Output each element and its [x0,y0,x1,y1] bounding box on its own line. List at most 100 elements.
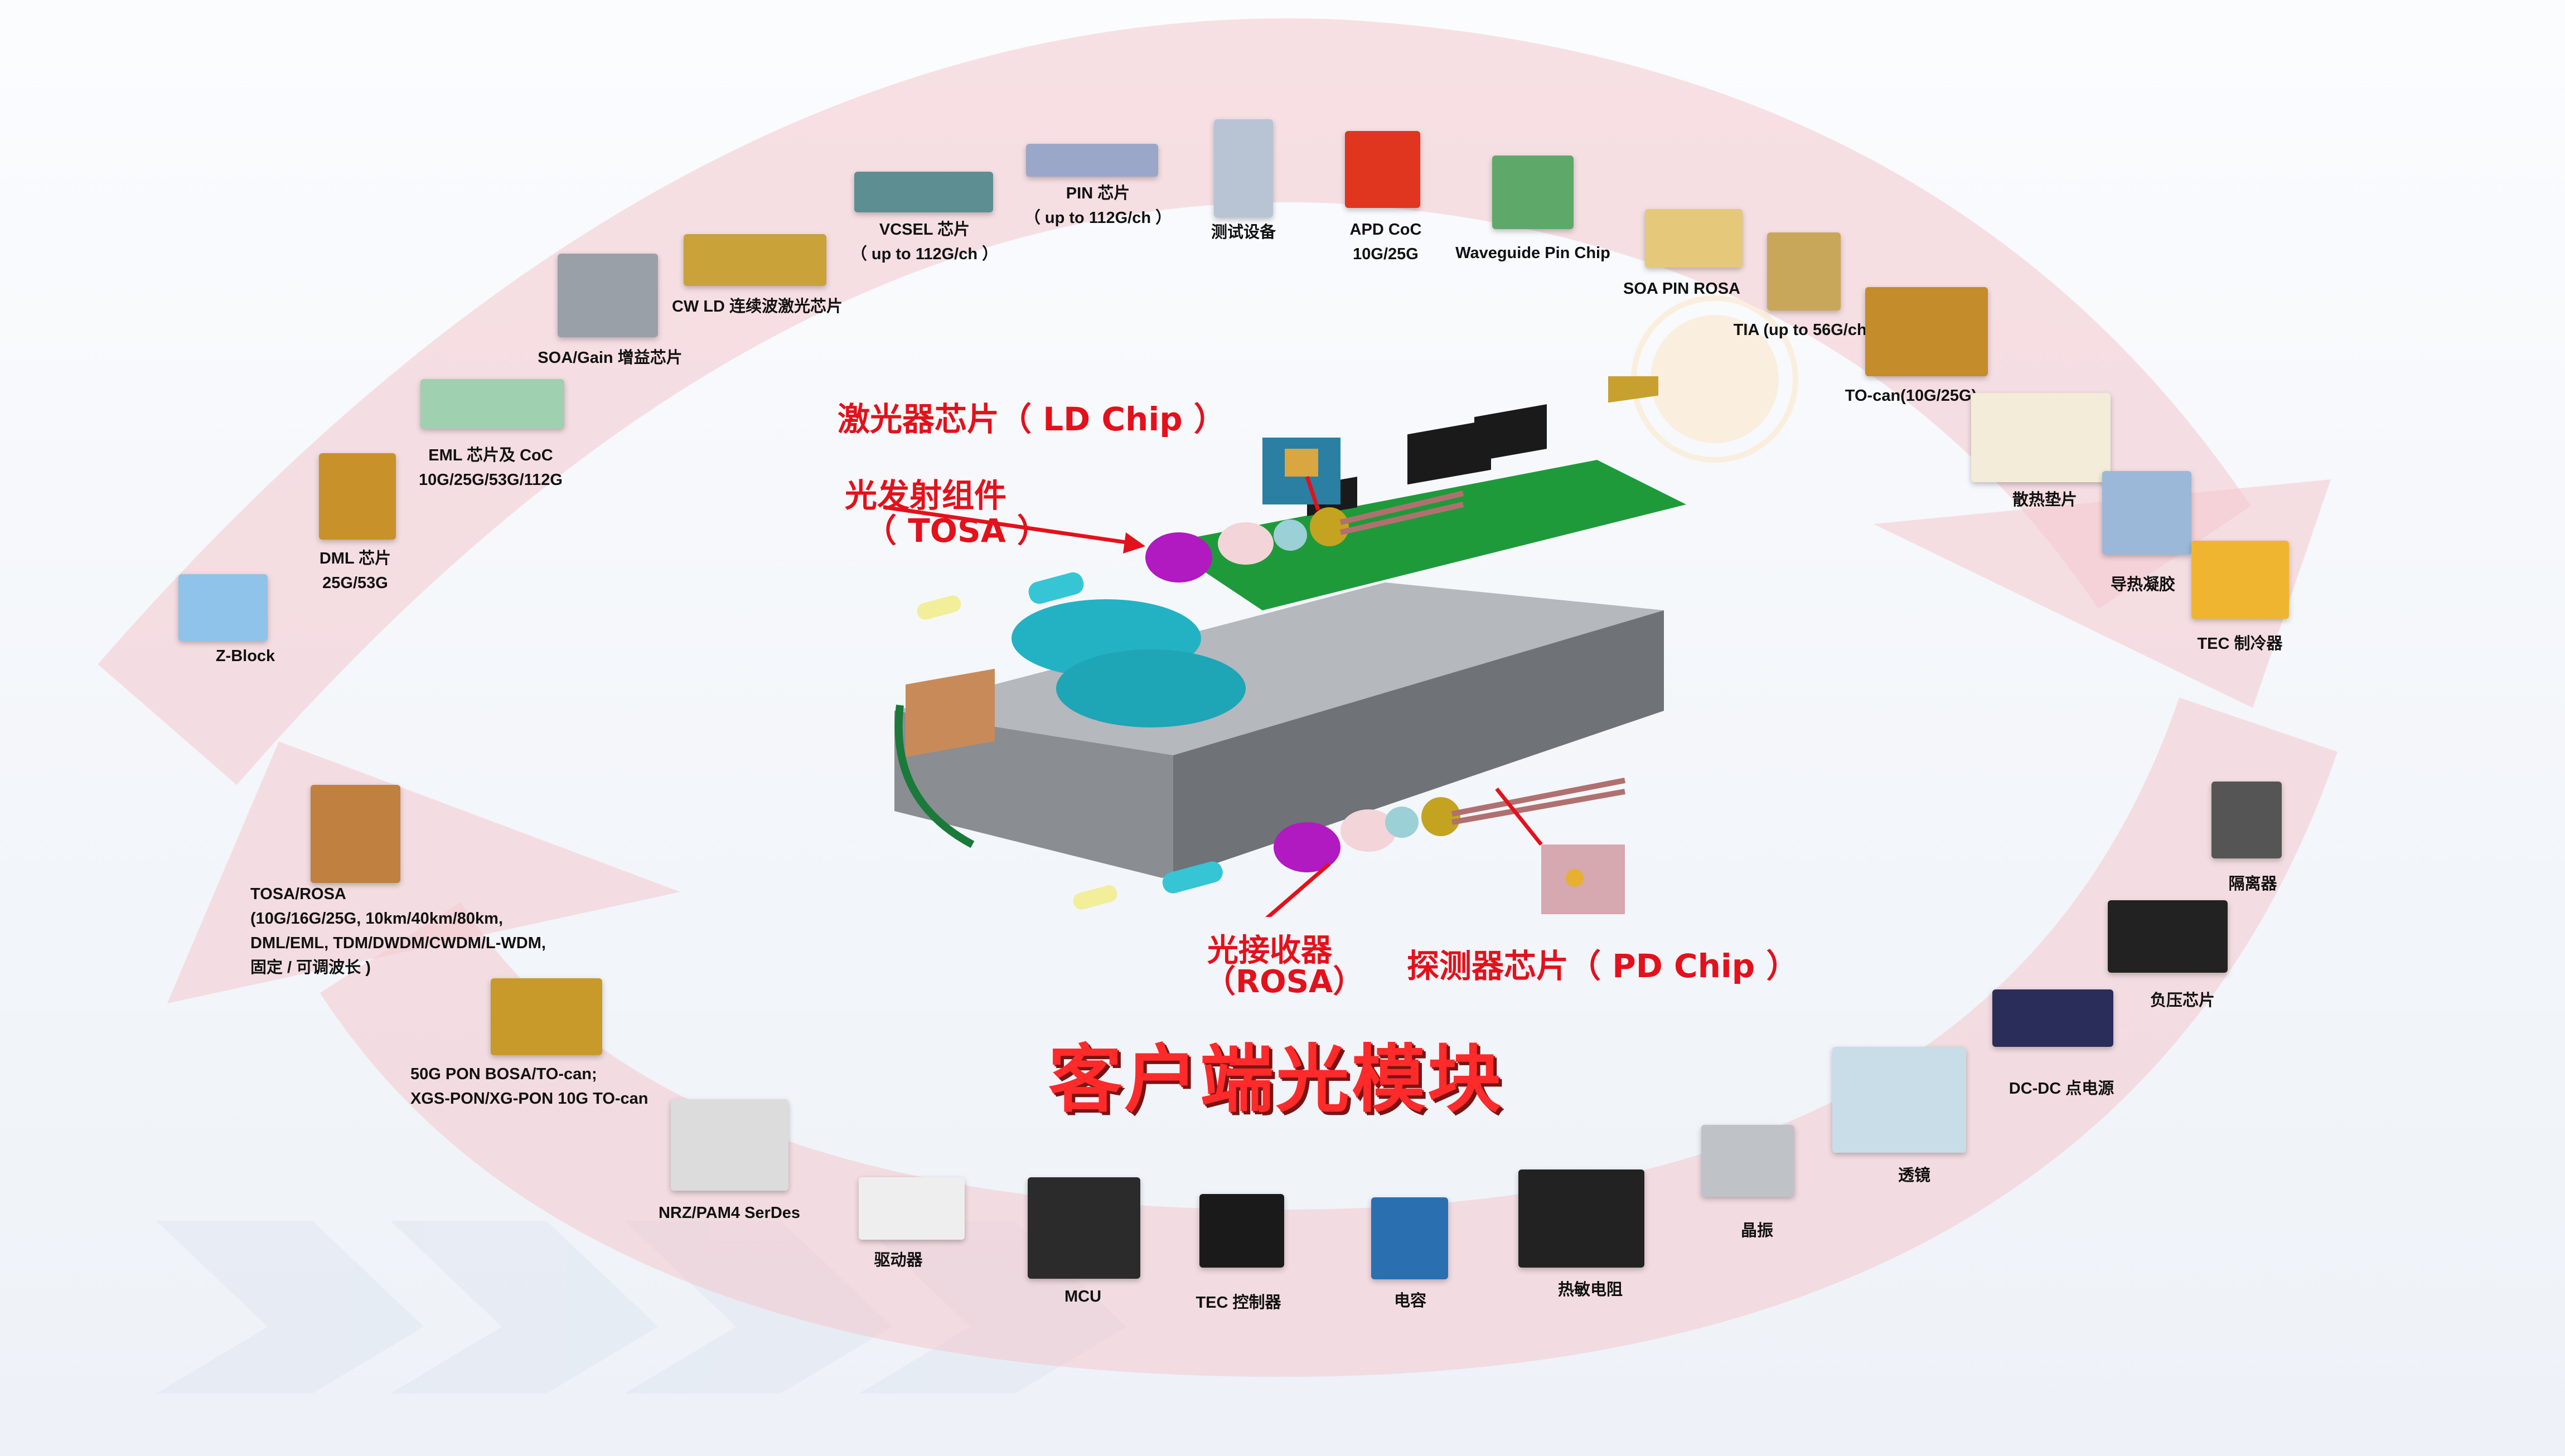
capacitor-image [1371,1197,1448,1279]
dml-chip-label: DML 芯片 25G/53G [320,546,391,595]
isolator-image [2211,782,2282,858]
rosa-sleeve [1274,822,1340,872]
chip [1407,419,1491,485]
mcu-label: MCU [1064,1284,1101,1309]
serdes-label: NRZ/PAM4 SerDes [659,1201,800,1225]
crystal-oscillator-label-line: 晶振 [1740,1222,1774,1240]
pon-bosa-label-line: 50G PON BOSA/TO-can; [410,1065,597,1083]
transceiver-module-illustration [883,376,1686,917]
tosa-rosa-label-line: TOSA/ROSA [250,885,346,903]
negative-voltage-chip-label-line: 负压芯片 [2150,992,2215,1010]
apd-coc-label: APD CoC 10G/25G [1350,217,1422,266]
thermal-pad-label-line: 散热垫片 [2012,491,2078,509]
tec-controller-image [1199,1194,1284,1268]
dml-chip-image [319,453,396,540]
capacitor-label: 电容 [1394,1289,1426,1313]
rosa-arrow [1265,862,1331,917]
pin-chip-label-line: （ up to 112G/ch ） [1024,209,1172,227]
tosa-callout-line2: （ TOSA ） [864,512,1049,550]
thermistor-label: 热敏电阻 [1558,1278,1623,1302]
decor-circle [1651,315,1779,443]
thermal-pad-image [1971,393,2111,482]
isolator-label-line: 隔离器 [2228,875,2277,893]
thermistor-label-line: 热敏电阻 [1557,1281,1623,1299]
pin-chip-image [1026,144,1158,177]
thermistor-image [1518,1169,1644,1268]
crystal-oscillator-label: 晶振 [1741,1219,1773,1243]
tosa-sleeve [1145,532,1212,583]
pon-bosa-label-line: XGS-PON/XG-PON 10G TO-can [410,1090,648,1108]
tia-label: TIA (up to 56G/ch) [1734,318,1872,342]
dc-dc-power-image [1992,989,2113,1047]
to-can-label: TO-can(10G/25G) [1845,384,1977,408]
cw-ld-chip-label-line: CW LD 连续波激光芯片 [671,298,843,316]
rosa-callout-line1: 光接收器 [1207,933,1332,969]
test-equipment-label: 测试设备 [1211,220,1276,245]
tec-cooler-label: TEC 制冷器 [2197,632,2282,656]
to-can-image [1865,287,1988,376]
soa-pin-rosa-label: SOA PIN ROSA [1623,276,1740,301]
z-block-image [178,574,268,641]
pin-chip-label: PIN 芯片 （ up to 112G/ch ） [1024,181,1172,230]
cw-ld-chip-image [684,234,826,286]
soa-gain-chip-image [558,254,658,337]
eml-chip-label-line: 10G/25G/53G/112G [419,471,563,489]
vcsel-chip-label: VCSEL 芯片 （ up to 112G/ch ） [851,217,998,266]
mcu-label-line: MCU [1064,1288,1102,1305]
tec-cooler-label-line: TEC 制冷器 [2197,635,2283,653]
pin-chip-label-line: PIN 芯片 [1066,185,1130,202]
upper-arrowhead [1874,479,2331,708]
apd-coc-label-line: APD CoC [1349,221,1422,239]
serdes-label-line: NRZ/PAM4 SerDes [658,1204,801,1222]
z-block-label-line: Z-Block [215,647,275,665]
apd-coc-label-line: 10G/25G [1353,245,1419,263]
vcsel-chip-image [854,172,993,212]
lower-arrowhead [167,741,680,1003]
negative-voltage-chip-label: 负压芯片 [2150,988,2215,1013]
driver-image [859,1177,965,1240]
eml-chip-label: EML 芯片及 CoC 10G/25G/53G/112G [419,443,563,492]
dc-dc-power-label: DC-DC 点电源 [2009,1076,2114,1101]
serdes-image [671,1099,788,1191]
rosa-barrel [1056,649,1246,727]
cw-ld-chip-label: CW LD 连续波激光芯片 [672,294,843,319]
z-block-label: Z-Block [216,644,275,668]
capacitor-label-line: 电容 [1393,1292,1427,1310]
dc-dc-power-label-line: DC-DC 点电源 [2009,1080,2114,1098]
lens-label-line: 透镜 [1898,1167,1931,1185]
dml-chip-label-line: 25G/53G [322,574,388,592]
soa-pin-rosa-image [1645,209,1743,268]
ld-arrow [1305,475,1320,511]
thermal-gel-label: 导热凝胶 [2111,572,2175,597]
pcb-board [1162,460,1686,610]
ld-chip-callout: 激光器芯片（ LD Chip ） [838,400,1226,438]
tosa-callout-line1: 光发射组件 [845,477,1007,515]
lens-image [1832,1047,1966,1153]
eml-chip-image [420,379,564,429]
tia-image [1767,232,1841,310]
thermal-gel-image [2102,471,2191,555]
mcu-image [1028,1177,1140,1279]
test-equipment-label-line: 测试设备 [1211,224,1276,241]
crystal-oscillator-image [1701,1125,1794,1197]
negative-voltage-chip-image [2108,900,2228,973]
pon-bosa-label: 50G PON BOSA/TO-can; XGS-PON/XG-PON 10G T… [410,1062,756,1111]
tosa-arrow [883,505,1135,546]
pon-bosa-image [491,978,602,1055]
tosa-rosa-label-line: (10G/16G/25G, 10km/40km/80km, DML/EML, T… [250,910,546,977]
pd-arrow [1495,787,1543,846]
page-title: 客户端光模块 [1048,1037,1503,1123]
latch [906,668,995,757]
waveguide-pin-chip-label: Waveguide Pin Chip [1455,241,1610,265]
tia-label-line: TIA (up to 56G/ch) [1733,321,1872,339]
thermal-gel-label-line: 导热凝胶 [2110,576,2176,594]
lens-label: 透镜 [1898,1163,1930,1188]
driver-label: 驱动器 [874,1248,922,1273]
soa-gain-chip-label-line: SOA/Gain 增益芯片 [538,349,683,367]
vcsel-chip-label-line: VCSEL 芯片 [879,221,970,239]
tosa-rosa-image [311,785,400,883]
vcsel-chip-label-line: （ up to 112G/ch ） [850,245,999,263]
thermal-pad-label: 散热垫片 [2012,488,2077,512]
eml-chip-label-line: EML 芯片及 CoC [428,446,553,464]
dml-chip-label-line: DML 芯片 [319,550,391,567]
